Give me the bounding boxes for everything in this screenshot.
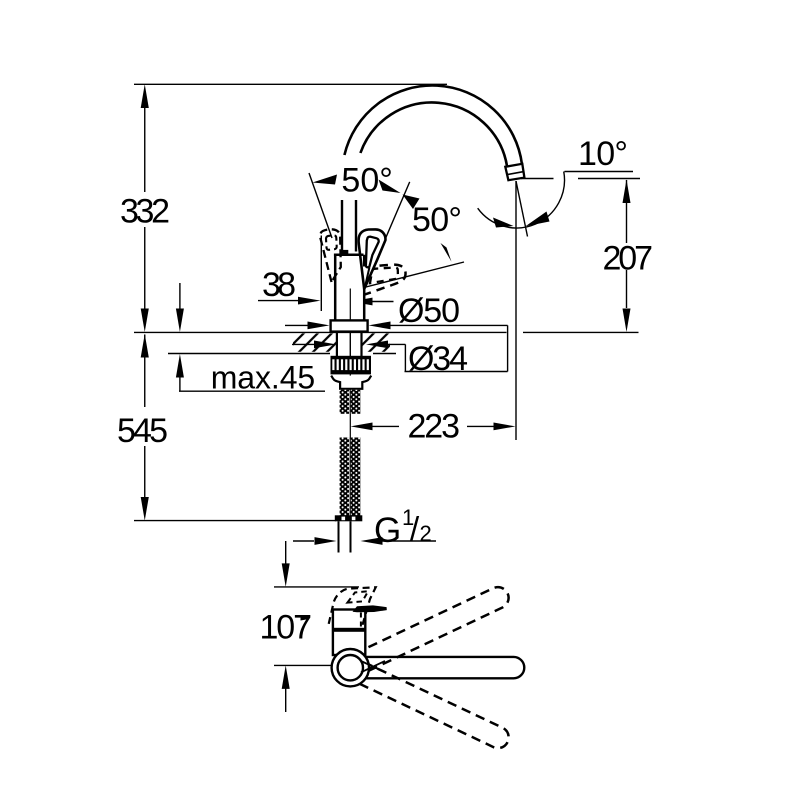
svg-text:223: 223	[408, 408, 461, 446]
svg-text:38: 38	[262, 266, 296, 304]
svg-text:Ø34: Ø34	[408, 340, 468, 378]
svg-text:207: 207	[603, 240, 654, 278]
svg-text:107: 107	[260, 608, 313, 646]
svg-text:332: 332	[120, 193, 170, 231]
svg-text:max.45: max.45	[211, 360, 316, 396]
svg-text:1: 1	[402, 505, 414, 530]
svg-text:2: 2	[420, 521, 432, 546]
svg-text:G: G	[374, 511, 401, 550]
svg-text:/: /	[410, 510, 420, 547]
svg-text:50°: 50°	[412, 201, 462, 239]
svg-text:Ø50: Ø50	[398, 292, 460, 330]
svg-text:50°: 50°	[341, 162, 393, 200]
svg-text:545: 545	[117, 412, 168, 450]
svg-text:10°: 10°	[578, 135, 628, 173]
